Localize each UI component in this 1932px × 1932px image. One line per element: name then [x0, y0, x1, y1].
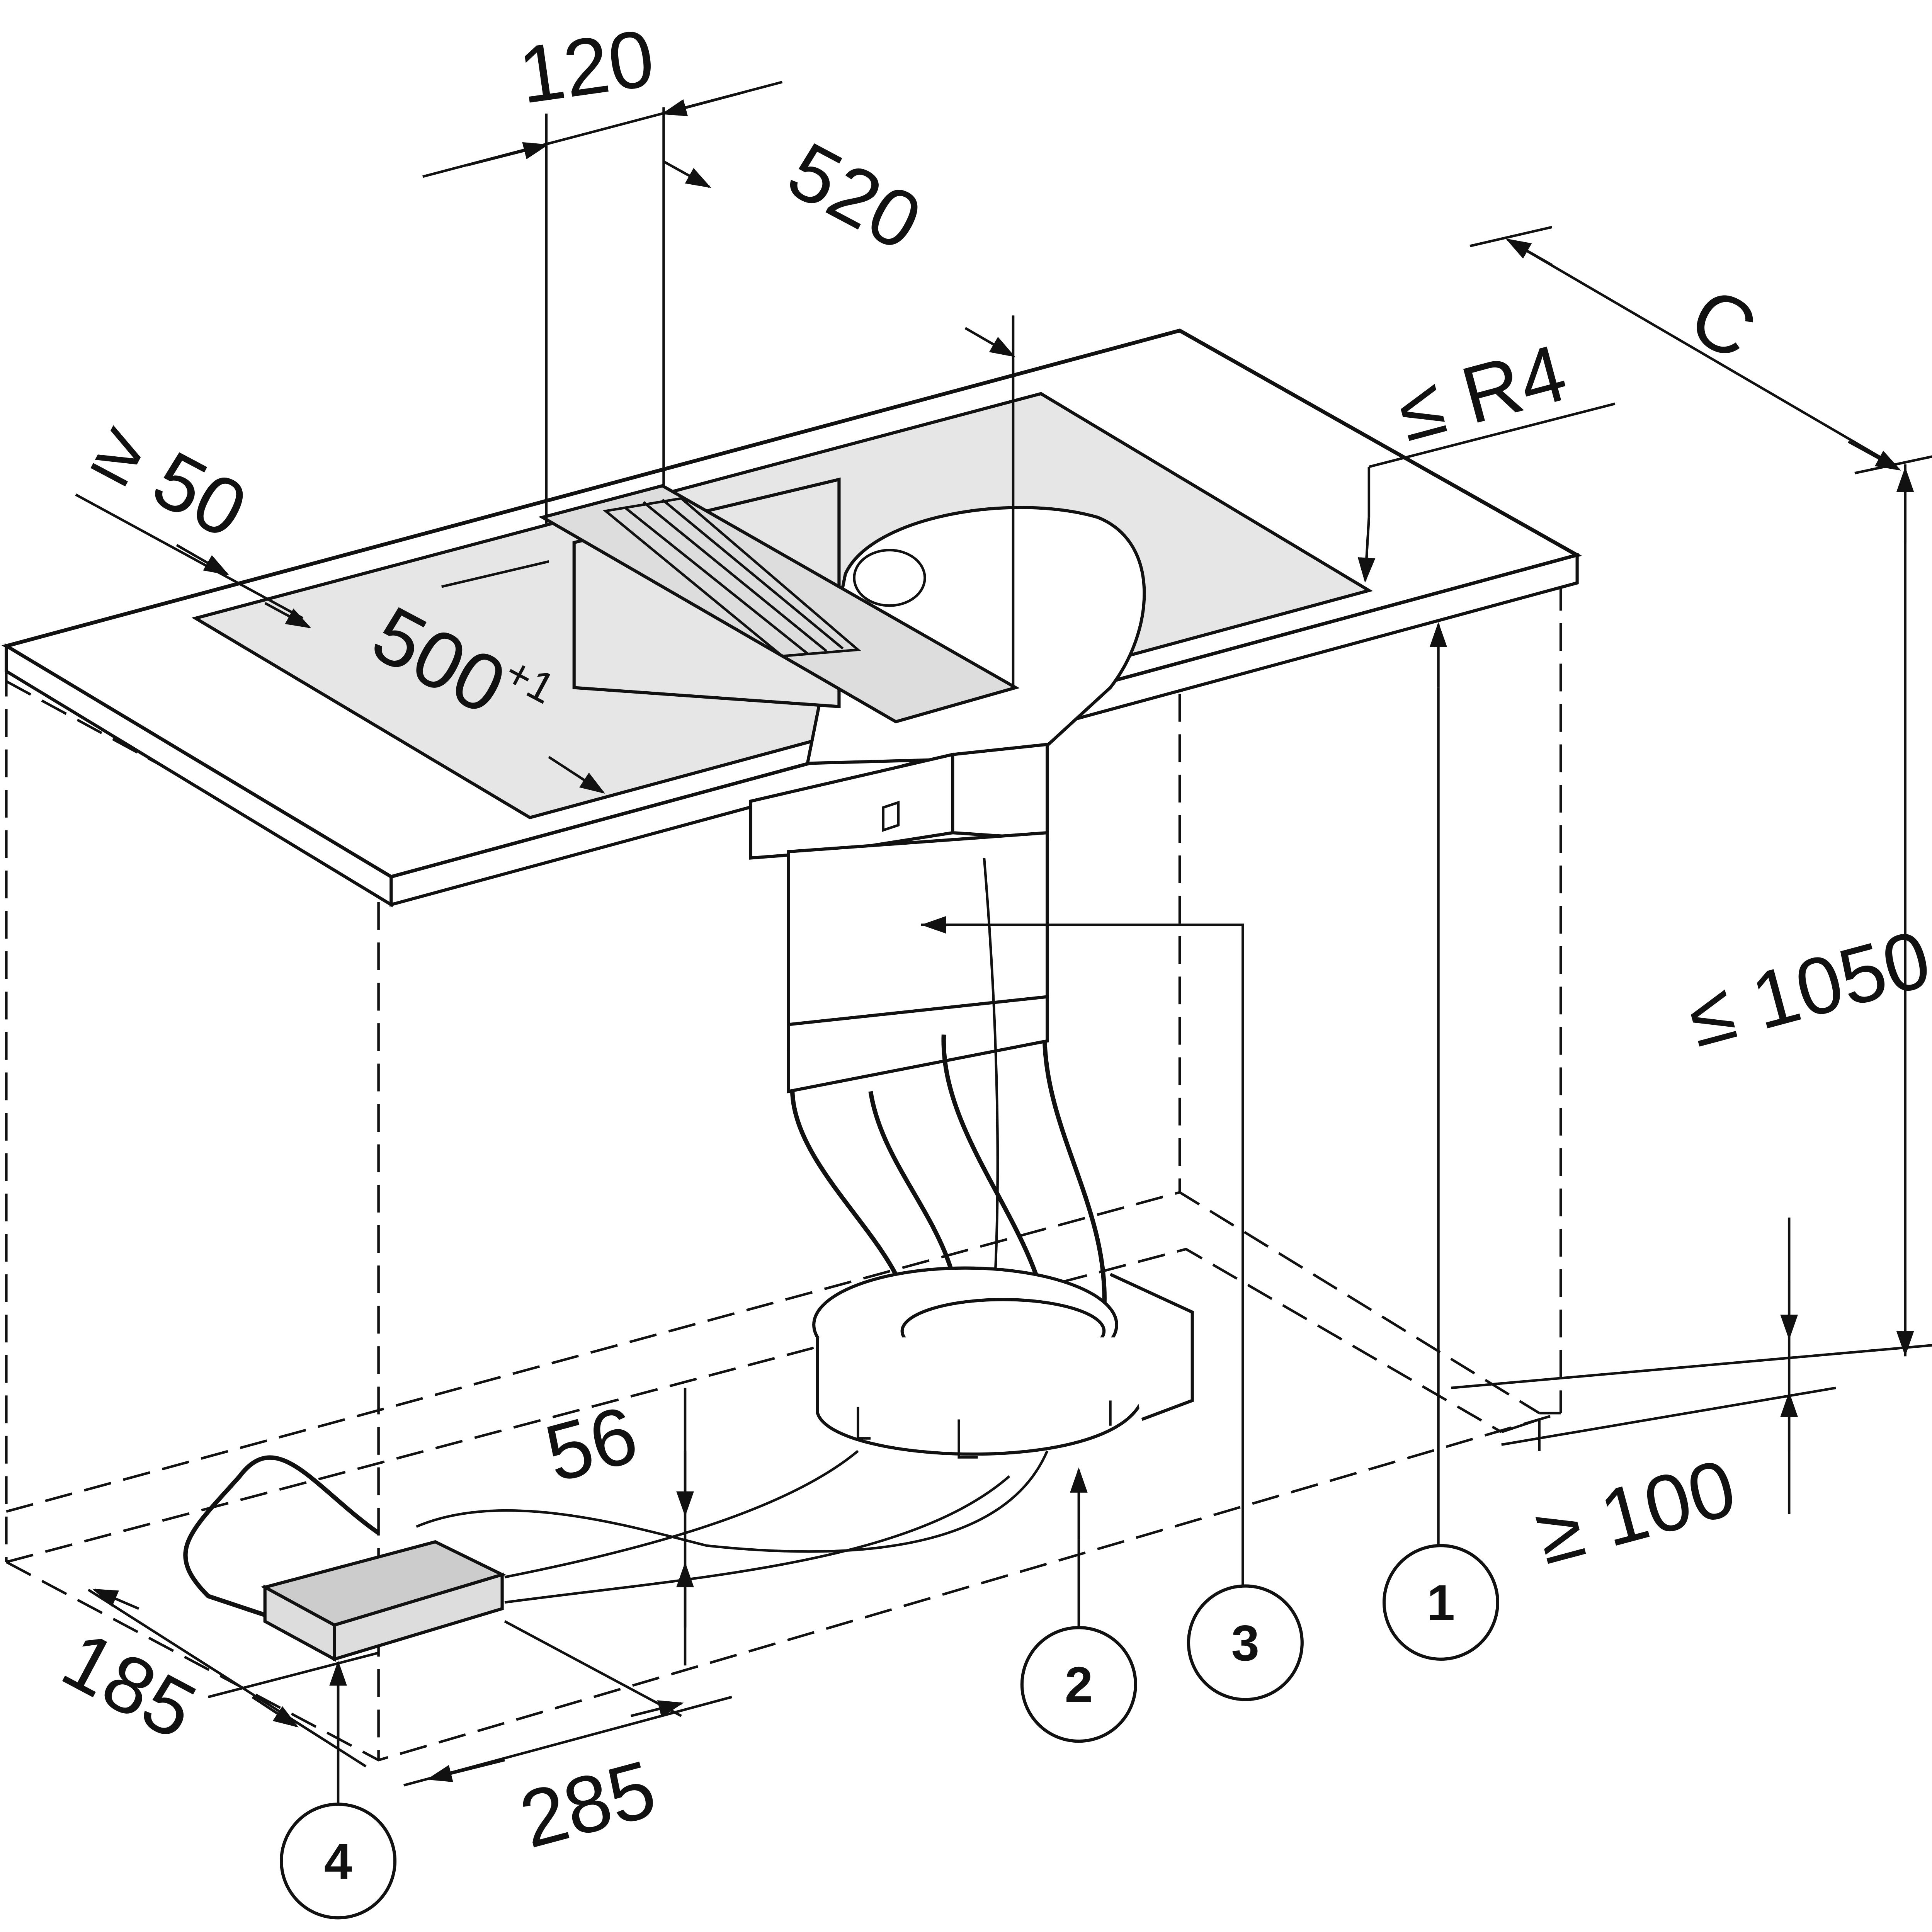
- callout-4: 4: [280, 1803, 397, 1920]
- dim-r4: ≤ R4: [1388, 327, 1575, 458]
- dim-285: 285: [511, 1743, 665, 1865]
- callout-4-label: 4: [324, 1833, 352, 1889]
- cabinet-outline: [5, 330, 1562, 1762]
- callout-2-label: 2: [1065, 1656, 1093, 1713]
- callout-1: 1: [1382, 1544, 1500, 1661]
- dim-c: C: [1676, 270, 1770, 377]
- dimension-lines: [75, 81, 1932, 1804]
- dim-185: 185: [49, 1614, 210, 1757]
- dim-120: 120: [514, 13, 660, 121]
- dim-520: 520: [774, 125, 935, 268]
- control-box: [183, 1450, 1049, 1662]
- dim-56: 56: [536, 1389, 646, 1499]
- callout-3: 3: [1187, 1584, 1304, 1701]
- dim-50: ≥ 50: [80, 403, 260, 556]
- callout-3-label: 3: [1231, 1615, 1260, 1671]
- dim-1050: ≤ 1050: [1678, 913, 1932, 1064]
- extractor-unit: [538, 477, 1146, 860]
- dim-100: ≥ 100: [1527, 1442, 1745, 1581]
- callout-1-label: 1: [1427, 1575, 1455, 1631]
- duct: [787, 831, 1194, 1459]
- callout-2: 2: [1020, 1626, 1137, 1743]
